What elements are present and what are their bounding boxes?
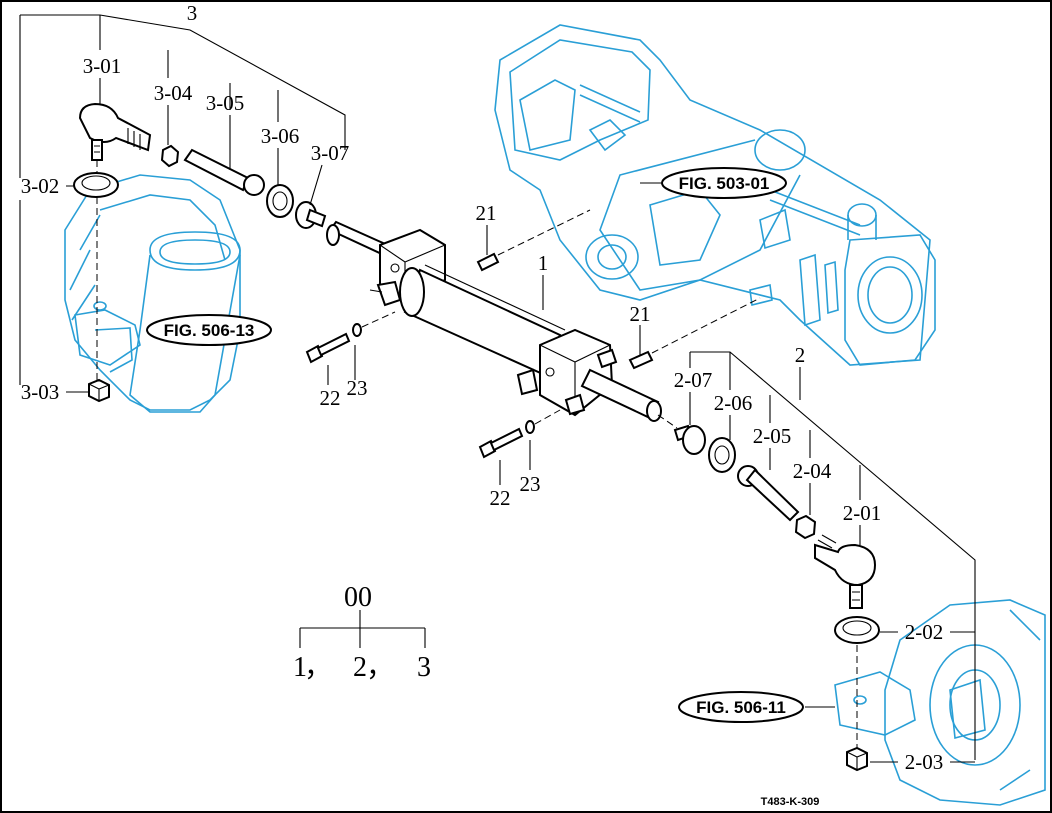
label-3-07: 3-07 [311,141,350,165]
label-1: 1 [538,251,549,275]
label-21-lower: 21 [630,302,651,326]
nut-3-03 [88,378,110,403]
label-2-02: 2-02 [905,620,944,644]
pin-21-lower [628,350,654,370]
fig-ref-506-11[interactable]: FIG. 506-11 [678,691,804,723]
washer-23-lower [525,420,535,434]
fig-ref-503-01[interactable]: FIG. 503-01 [661,167,787,199]
nut-2-03 [846,746,868,772]
dashed-line-bolt-lower [534,409,561,425]
fig-ref-506-13-text: FIG. 506-13 [164,321,255,340]
label-21-upper: 21 [476,201,497,225]
axle-housing [494,24,936,366]
bolt-22-lower [478,427,524,459]
label-2-01: 2-01 [843,501,882,525]
assembly-separator-1: ， [304,652,332,683]
label-3-04: 3-04 [154,81,193,105]
nut-2-04 [794,514,817,540]
leader-lines [19,14,976,763]
left-steering-knuckle [64,174,241,413]
drawing-code: T483-K-309 [761,796,820,808]
label-23-lower: 23 [520,472,541,496]
cap-2-02 [834,616,880,644]
washer-23-upper [352,323,362,337]
socket-3-07 [295,201,327,229]
right-steering-knuckle [834,599,1046,806]
label-2: 2 [795,343,806,367]
label-3-05: 3-05 [206,91,245,115]
fig-ref-506-13[interactable]: FIG. 506-13 [146,314,272,346]
tie-rod-end-3-01 [78,102,152,161]
assembly-separator-2: ， [366,652,394,683]
dashed-line-bolt-upper [361,311,396,328]
dashed-line-rod-right [657,414,678,429]
seal-2-06 [708,437,736,473]
dashed-line-pin-lower [651,297,761,354]
label-22-lower: 22 [490,486,511,510]
tie-rod-end-2-01 [814,534,877,609]
label-2-04: 2-04 [793,459,832,483]
fig-ref-503-01-text: FIG. 503-01 [679,174,770,193]
ball-rod-2-05 [737,465,800,522]
nut-3-04 [160,144,180,168]
fig-ref-506-11-text: FIG. 506-11 [696,698,786,717]
socket-2-07 [673,424,706,455]
dashed-line-pin-upper [497,209,591,256]
label-3-06: 3-06 [261,124,300,148]
label-3-02: 3-02 [21,174,60,198]
assembly-child-2: 2 [353,652,367,683]
ball-rod-3-05 [183,148,265,196]
cap-3-02 [73,172,119,198]
seal-3-06 [266,184,294,218]
bolt-22-upper [305,332,351,364]
label-3-01: 3-01 [83,54,122,78]
label-23-upper: 23 [347,376,368,400]
label-2-06: 2-06 [714,391,753,415]
label-2-03: 2-03 [905,750,944,774]
assembly-child-1: 1 [293,652,307,683]
label-3: 3 [187,1,198,25]
label-2-07: 2-07 [674,368,713,392]
steering-cylinder [326,220,662,422]
assembly-child-3: 3 [417,652,431,683]
pin-21-upper [476,252,500,272]
label-22-upper: 22 [320,386,341,410]
assembly-root-label: 00 [344,582,372,613]
label-3-03: 3-03 [21,380,60,404]
label-2-05: 2-05 [753,424,792,448]
